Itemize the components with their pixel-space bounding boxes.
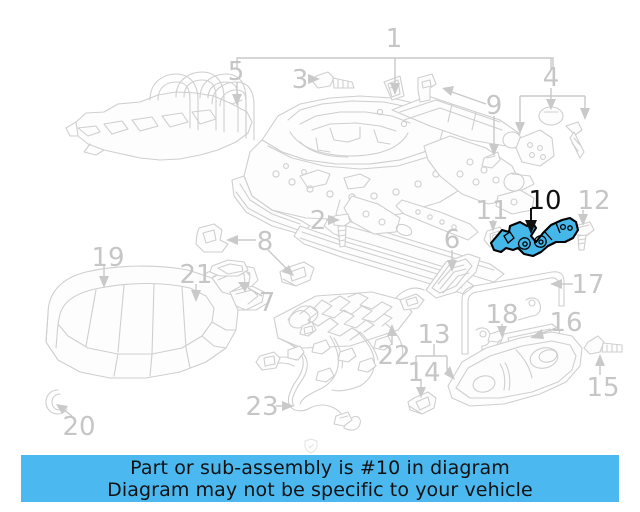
banner-line-1: Part or sub-assembly is #10 in diagram — [130, 456, 510, 479]
callout-label-4: 4 — [543, 63, 560, 93]
callout-label-15: 15 — [586, 373, 619, 403]
callout-18: 18 — [485, 300, 519, 338]
callout-label-7: 7 — [259, 288, 276, 318]
callout-label-2: 2 — [310, 206, 327, 236]
callout-23: 23 — [245, 392, 294, 422]
info-banner: Part or sub-assembly is #10 in diagram D… — [21, 455, 619, 502]
callout-20: 20 — [56, 404, 96, 442]
callout-16: 16 — [530, 308, 583, 339]
callout-11: 11 — [475, 196, 509, 232]
callout-label-3: 3 — [292, 65, 309, 95]
part-14-clip — [407, 391, 437, 415]
callout-label-6: 6 — [444, 225, 461, 255]
banner-line-2: Diagram may not be specific to your vehi… — [107, 478, 533, 501]
part-3-screw — [312, 71, 355, 89]
part-5-shape — [65, 71, 255, 161]
callout-6: 6 — [444, 225, 461, 272]
part-15-bolt — [583, 335, 623, 355]
callout-15: 15 — [586, 354, 620, 403]
callout-label-11: 11 — [475, 196, 508, 226]
callout-label-16: 16 — [549, 308, 582, 338]
part-13-side-shield — [447, 331, 583, 407]
callout-13: 13 — [415, 320, 455, 380]
part-4-group-shapes — [515, 106, 585, 167]
callout-label-18: 18 — [485, 300, 518, 330]
callout-7: 7 — [238, 282, 275, 318]
exploded-parts-diagram: .ln{fill:none;stroke:#cfcfcf;stroke-widt… — [45, 24, 623, 442]
callout-19: 19 — [91, 243, 125, 288]
callout-12: 12 — [577, 186, 611, 226]
callout-label-13: 13 — [417, 320, 450, 350]
callout-10: 10 — [525, 186, 562, 234]
callout-label-14: 14 — [407, 358, 440, 388]
callout-22: 22 — [377, 324, 411, 371]
callout-label-9: 9 — [486, 91, 503, 121]
callout-label-17: 17 — [571, 270, 604, 300]
shield-icon — [304, 438, 318, 454]
callout-5: 5 — [228, 57, 245, 106]
part-2-screw — [333, 213, 351, 248]
callout-8: 8 — [226, 227, 294, 276]
callout-label-23: 23 — [245, 392, 278, 422]
callout-label-12: 12 — [577, 186, 610, 216]
callout-label-20: 20 — [62, 412, 95, 442]
callout-21: 21 — [179, 260, 213, 302]
callout-label-8: 8 — [257, 227, 274, 257]
callout-3: 3 — [292, 65, 320, 95]
callout-17: 17 — [550, 270, 605, 300]
frame-roller — [391, 95, 522, 149]
part-10-highlighted-bracket — [489, 216, 580, 258]
callout-14: 14 — [407, 358, 441, 398]
callout-label-21: 21 — [179, 260, 212, 290]
callout-4: 4 — [515, 58, 590, 134]
part-23-wiring-harness — [255, 321, 404, 431]
main-seat-frame — [231, 75, 535, 295]
part-19-seat-cushion — [45, 265, 267, 415]
callout-label-22: 22 — [377, 341, 410, 371]
callout-label-10: 10 — [528, 186, 561, 216]
callout-2: 2 — [310, 206, 340, 236]
callout-1: 1 — [236, 24, 554, 95]
callout-9: 9 — [442, 86, 502, 156]
callout-label-5: 5 — [228, 57, 245, 87]
part-22-heater-pad — [273, 287, 425, 349]
callout-label-19: 19 — [91, 243, 124, 273]
callout-label-1: 1 — [386, 24, 403, 54]
part-21-clip — [209, 259, 249, 277]
part-9-clip — [417, 73, 501, 169]
